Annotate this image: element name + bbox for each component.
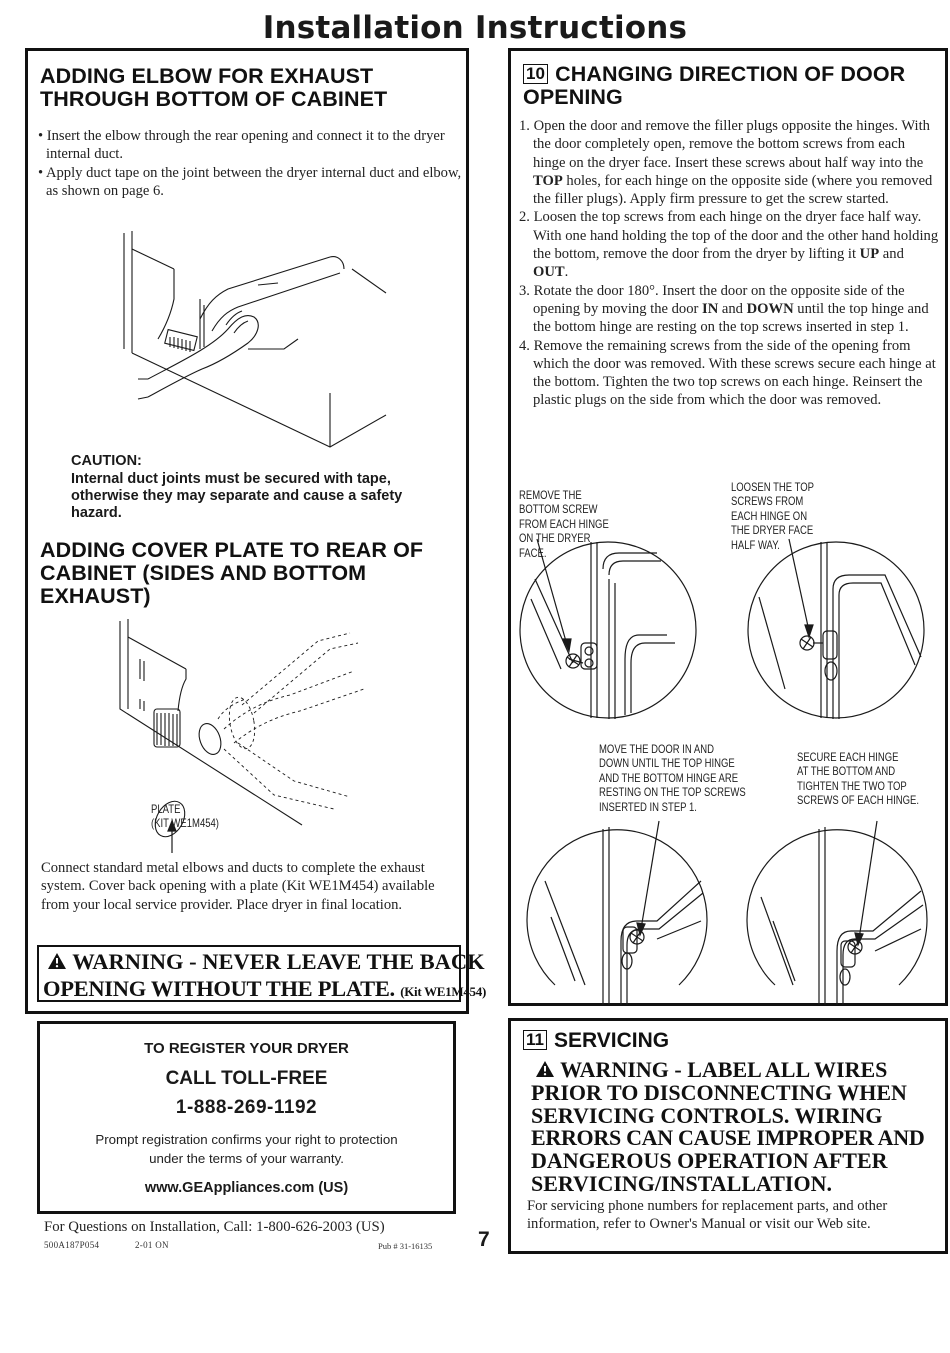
callout-remove-bottom-screw: REMOVE THE BOTTOM SCREW FROM EACH HINGE …	[519, 489, 609, 560]
left-instructions-box: ADDING ELBOW FOR EXHAUST THROUGH BOTTOM …	[25, 48, 486, 1014]
footer-pub: Pub # 31-16135	[378, 1241, 433, 1251]
footer-questions: For Questions on Installation, Call: 1-8…	[44, 1219, 385, 1235]
page-number: 7	[478, 1228, 490, 1251]
page-title: Installation Instructions	[262, 10, 688, 46]
callout-loosen-top-screws: LOOSEN THE TOP SCREWS FROM EACH HINGE ON…	[731, 481, 814, 552]
plate-callout: PLATE (KIT WE1M454)	[151, 803, 219, 832]
warning-line-2: OPENING WITHOUT THE PLATE. (Kit WE1M454)	[43, 976, 486, 1001]
warning-kit: (Kit WE1M454)	[400, 984, 486, 999]
door-step-3: 3. Rotate the door 180°. Insert the door…	[519, 282, 929, 336]
registration-box: TO REGISTER YOUR DRYER CALL TOLL-FREE 1-…	[37, 1021, 456, 1214]
hinge-diagram-remove-bottom	[517, 539, 699, 721]
cover-plate-illustration	[114, 619, 374, 829]
door-step-2: 2. Loosen the top screws from each hinge…	[519, 209, 939, 281]
servicing-warning-line-6: SERVICING/INSTALLATION.	[531, 1170, 832, 1196]
elbow-bullet-2: • Apply duct tape on the joint between t…	[38, 164, 462, 199]
warning-icon	[535, 1060, 555, 1078]
register-line-1: TO REGISTER YOUR DRYER	[144, 1040, 349, 1057]
servicing-warning-line-3: SERVICING CONTROLS. WIRING	[531, 1102, 883, 1128]
register-note: Prompt registration confirms your right …	[95, 1132, 398, 1166]
servicing-warning-line-5: DANGEROUS OPERATION AFTER	[531, 1148, 888, 1174]
callout-move-door: MOVE THE DOOR IN AND DOWN UNTIL THE TOP …	[599, 743, 746, 814]
hinge-diagram-move-door	[525, 821, 709, 1005]
register-line-2: CALL TOLL-FREE	[165, 1068, 328, 1089]
door-step-4: 4. Remove the remaining screws from the …	[519, 337, 936, 409]
footer-date-code: 2-01 ON	[135, 1240, 169, 1250]
servicing-paragraph: For servicing phone numbers for replacem…	[527, 1198, 888, 1233]
cover-plate-paragraph: Connect standard metal elbows and ducts …	[41, 860, 435, 913]
section-number-10: 10	[523, 64, 549, 84]
servicing-warning-line-2: PRIOR TO DISCONNECTING WHEN	[531, 1079, 907, 1105]
servicing-warning: WARNING - LABEL ALL WIRES PRIOR TO DISCO…	[531, 1058, 945, 1196]
back-opening-warning: WARNING - NEVER LEAVE THE BACK OPENING W…	[37, 945, 486, 1002]
footer-part-number: 500A187P054	[44, 1240, 100, 1250]
servicing-warning-line-1: WARNING - LABEL ALL WIRES	[531, 1058, 945, 1082]
caution-label: CAUTION:	[71, 453, 142, 469]
door-steps: 1. Open the door and remove the filler p…	[519, 117, 939, 410]
plate-callout-label: PLATE	[151, 803, 181, 816]
hinge-diagram-secure-hinge	[745, 821, 929, 1005]
door-step-1: 1. Open the door and remove the filler p…	[519, 118, 933, 208]
elbow-bullet-1: • Insert the elbow through the rear open…	[38, 128, 445, 163]
callout-secure-hinge: SECURE EACH HINGE AT THE BOTTOM AND TIGH…	[797, 751, 920, 808]
servicing-warning-line-4: ERRORS CAN CAUSE IMPROPER AND	[531, 1125, 925, 1151]
caution-text: Internal duct joints must be secured wit…	[71, 471, 403, 521]
hinge-diagram-loosen-top	[745, 539, 927, 721]
warning-icon	[47, 950, 67, 969]
register-phone: 1-888-269-1192	[175, 1097, 318, 1118]
section-number-11: 11	[523, 1030, 547, 1050]
cover-plate-heading: ADDING COVER PLATE TO REAR OF CABINET (S…	[40, 538, 424, 608]
elbow-illustration	[108, 229, 408, 459]
plate-callout-kit: (KIT WE1M454)	[151, 817, 219, 831]
elbow-bullets: • Insert the elbow through the rear open…	[36, 127, 464, 200]
warning-line-1: WARNING - NEVER LEAVE THE BACK	[47, 949, 485, 975]
register-website[interactable]: www.GEAppliances.com (US)	[144, 1180, 349, 1196]
elbow-heading: ADDING ELBOW FOR EXHAUST THROUGH BOTTOM …	[40, 64, 388, 111]
